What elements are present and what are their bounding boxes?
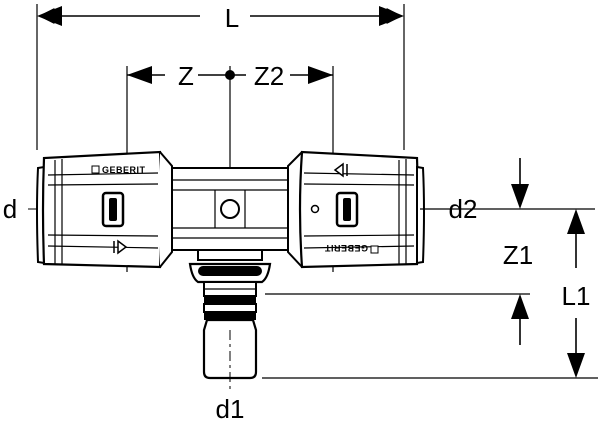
label-L: L — [225, 3, 239, 33]
label-Z1: Z1 — [503, 240, 533, 270]
label-d: d — [3, 194, 17, 224]
dimension-L — [36, 4, 405, 150]
label-Z: Z — [178, 61, 194, 91]
branch-nipple — [188, 249, 272, 390]
label-Z2: Z2 — [254, 61, 284, 91]
label-L1: L1 — [562, 281, 591, 311]
tee-body — [171, 167, 289, 251]
label-d2: d2 — [449, 194, 478, 224]
brand-right: GEBERIT — [324, 243, 368, 253]
dimension-Z1-L1 — [262, 158, 598, 379]
brand-left: GEBERIT — [102, 165, 146, 175]
right-coupling: GEBERIT — [298, 150, 425, 269]
label-d1: d1 — [216, 394, 245, 424]
left-coupling: GEBERIT — [36, 150, 164, 269]
